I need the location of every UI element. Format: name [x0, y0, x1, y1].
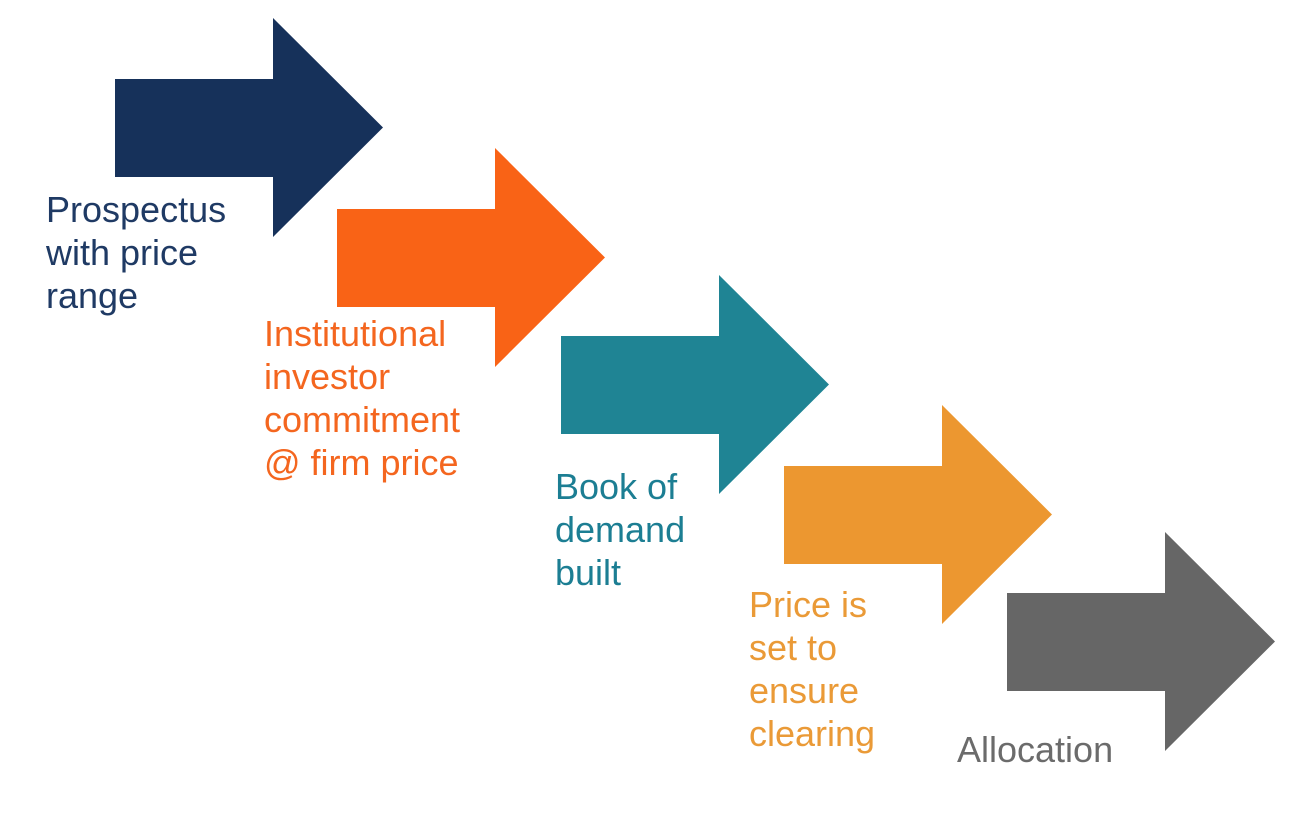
step-5-label: Allocation: [957, 729, 1114, 770]
step-2-label: Institutional investor commitment @ firm…: [264, 313, 461, 483]
step-5-arrow: [1007, 532, 1275, 751]
step-4-label: Price is set to ensure clearing: [749, 584, 876, 754]
step-4-arrow: [784, 405, 1052, 624]
right-arrow-icon: [337, 148, 605, 367]
step-2-arrow: [337, 148, 605, 367]
right-arrow-icon: [784, 405, 1052, 624]
step-3-arrow: [561, 275, 829, 494]
step-3-label: Book of demand built: [555, 466, 686, 593]
right-arrow-icon: [115, 18, 383, 237]
right-arrow-icon: [1007, 532, 1275, 751]
step-1-arrow: [115, 18, 383, 237]
step-1-label: Prospectus with price range: [46, 189, 227, 316]
right-arrow-icon: [561, 275, 829, 494]
